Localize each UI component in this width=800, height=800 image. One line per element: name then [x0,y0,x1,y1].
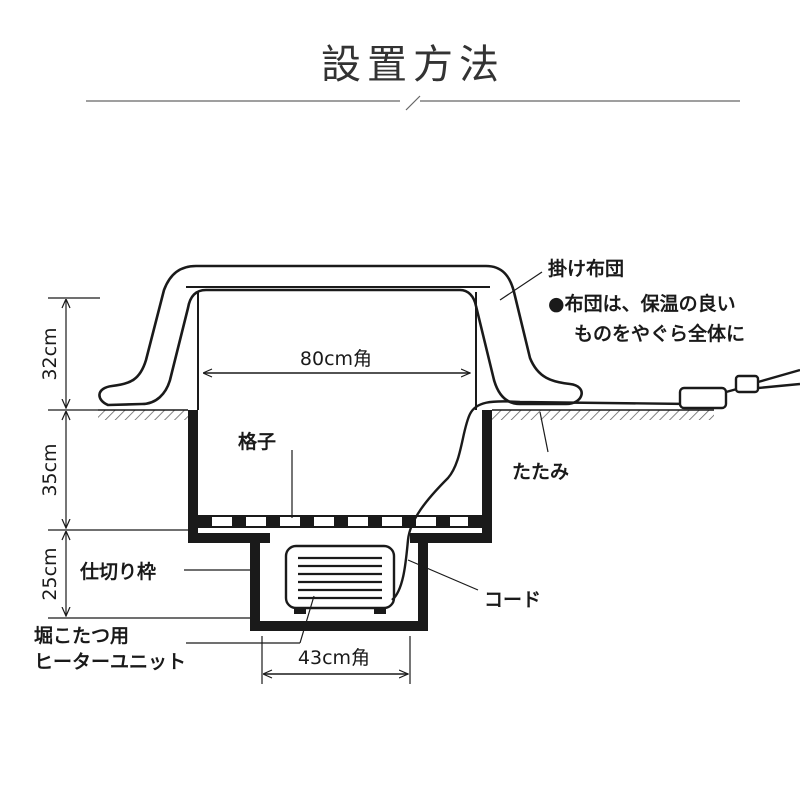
width-top-label: 80cm角 [300,348,372,370]
tatami-floor [98,409,714,420]
power-cord [391,368,800,601]
label-cord: コード [484,589,541,611]
height-bottom-label: 25cm [39,547,61,600]
label-heater-line1: 堀こたつ用 [34,625,129,647]
heater-unit [284,544,396,614]
height-middle-label: 35cm [39,443,61,496]
kakebuton-futon [98,264,583,407]
yagura-frame [186,286,490,410]
width-bottom-label: 43cm角 [298,647,370,669]
label-note-line1: ●布団は、保温の良い [548,292,736,315]
label-note-line2: ものをやぐら全体に [574,322,745,345]
label-heater-line2: ヒーターユニット [34,651,186,673]
leader-lines [184,271,549,644]
label-kakebuton: 掛け布団 [548,257,624,280]
shikiri-waku-frame [250,533,428,631]
label-shikiri-waku: 仕切り枠 [79,560,156,583]
pit-walls [188,410,492,543]
page-title: 設置方法 [321,42,505,88]
label-koshi: 格子 [238,430,276,453]
title-underline [86,95,740,111]
vertical-dimension-lines [48,297,250,619]
height-top-label: 32cm [39,327,61,380]
dimension-width-bottom: 43cm角 [261,636,411,684]
label-tatami: たたみ [512,461,569,483]
lattice-grid [197,515,483,528]
dimension-width-top: 80cm角 [204,348,470,373]
